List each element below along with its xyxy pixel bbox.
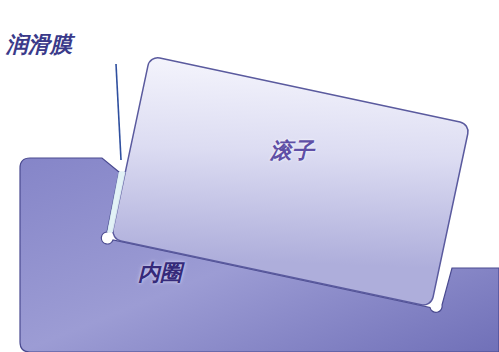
- part-label: 润滑膜: [6, 30, 72, 60]
- inner-ring-outline: [20, 158, 499, 352]
- roller-outline: [111, 56, 470, 307]
- roller-label: 滚子: [270, 136, 314, 166]
- roller-node: 滚子: [100, 48, 480, 314]
- roller-shape: [100, 48, 480, 314]
- inner-ring-label: 内圈: [138, 258, 182, 288]
- leader-line: [116, 64, 121, 160]
- lubricating-film: [108, 172, 126, 232]
- lubricating-film: [108, 172, 127, 232]
